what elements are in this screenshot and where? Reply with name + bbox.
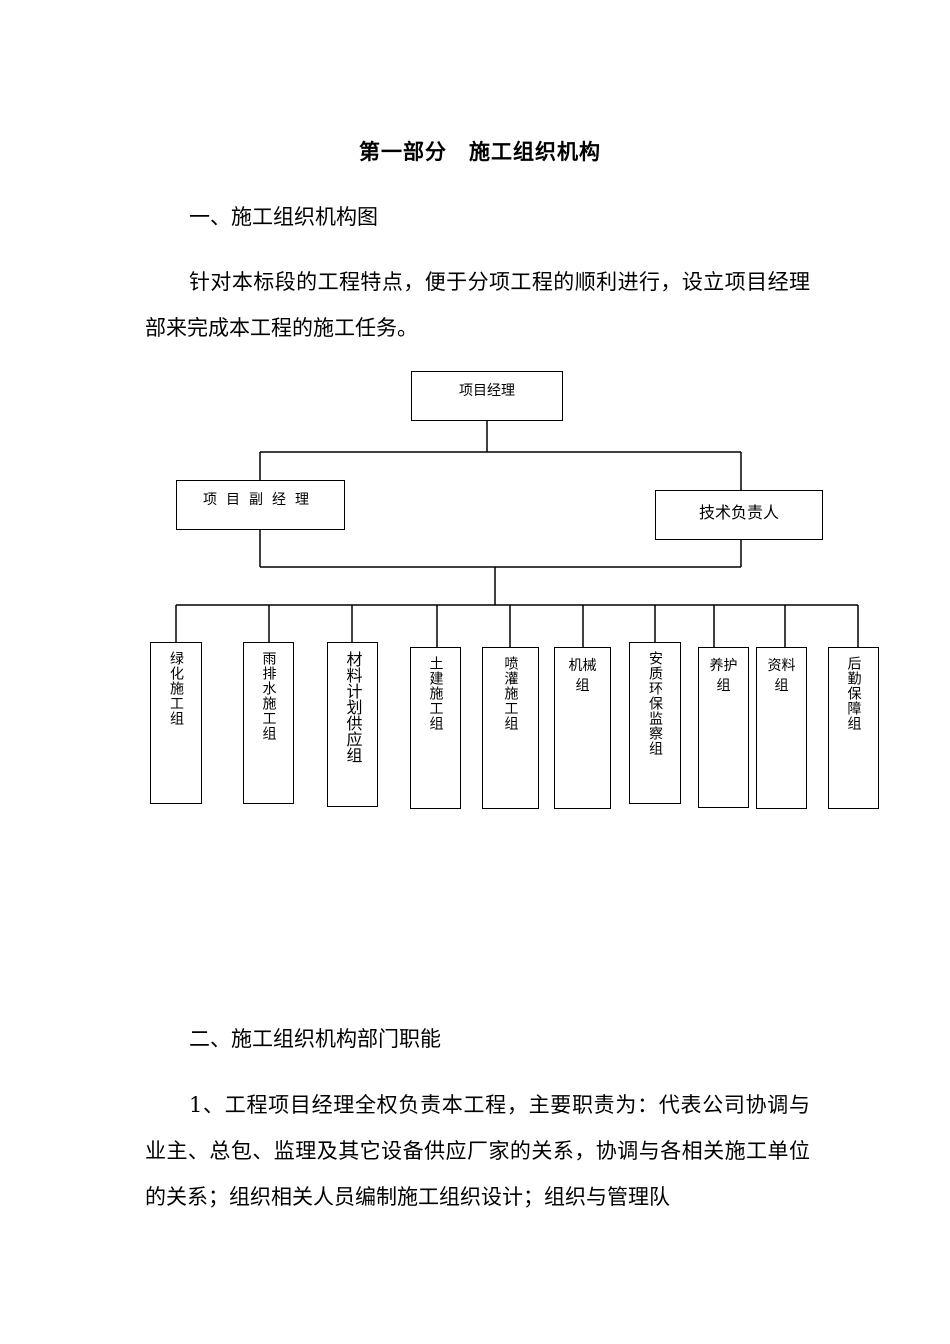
node-group-maintenance: 养护组 xyxy=(698,647,749,808)
node-group-label: 安质环保监察组 xyxy=(647,651,663,756)
section-2-paragraph: 1、工程项目经理全权负责本工程，主要职责为：代表公司协调与业主、总包、监理及其它… xyxy=(145,1093,810,1209)
node-group-label: 机械组 xyxy=(568,658,597,694)
node-group-label: 后勤保障组 xyxy=(845,656,862,731)
node-deputy-manager-label: 项目副经理 xyxy=(203,492,318,508)
node-group-civil: 土建施工组 xyxy=(410,647,461,809)
node-group-documents: 资料组 xyxy=(756,647,807,809)
section-heading-2: 二、施工组织机构部门职能 xyxy=(189,1027,441,1051)
node-group-label: 资料组 xyxy=(767,658,796,694)
node-group-label: 绿化施工组 xyxy=(168,651,184,726)
node-group-greening: 绿化施工组 xyxy=(150,642,202,804)
node-group-safety-quality: 安质环保监察组 xyxy=(629,642,681,804)
node-group-materials: 材料计划供应组 xyxy=(327,642,378,807)
node-group-label: 喷灌施工组 xyxy=(502,656,519,731)
node-group-irrigation: 喷灌施工组 xyxy=(482,647,539,809)
node-group-label: 雨排水施工组 xyxy=(260,651,277,741)
node-group-label: 土建施工组 xyxy=(427,656,444,731)
section-heading-1: 一、施工组织机构图 xyxy=(189,205,378,229)
node-project-manager: 项目经理 xyxy=(411,371,563,421)
node-group-machinery: 机械组 xyxy=(554,647,611,809)
node-deputy-manager: 项目副经理 xyxy=(176,480,345,530)
node-group-label: 材料计划供应组 xyxy=(343,651,363,763)
node-technical-lead: 技术负责人 xyxy=(655,490,823,540)
node-group-logistics: 后勤保障组 xyxy=(828,647,879,809)
node-group-label: 养护组 xyxy=(709,658,738,694)
page-title: 第一部分 施工组织机构 xyxy=(359,139,601,164)
section-1-paragraph: 针对本标段的工程特点，便于分项工程的顺利进行，设立项目经理部来完成本工程的施工任… xyxy=(145,270,810,340)
node-group-drainage: 雨排水施工组 xyxy=(243,642,294,804)
